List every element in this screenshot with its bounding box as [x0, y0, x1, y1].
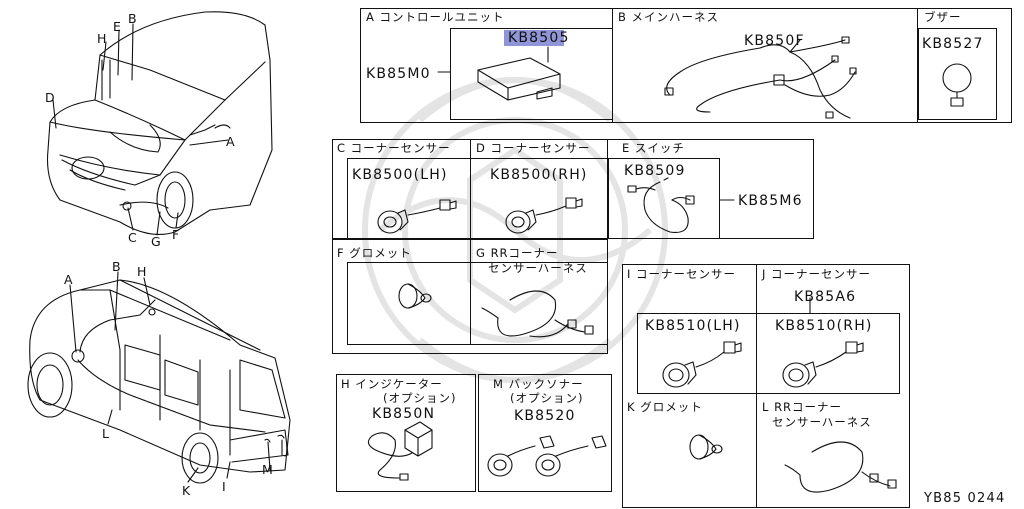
section-cd-inner — [347, 158, 608, 239]
section-i-j-divider — [756, 264, 757, 394]
grommet-k-icon — [689, 434, 723, 460]
section-k-title: K グロメット — [627, 400, 703, 414]
callout-g-front: G — [151, 234, 161, 249]
section-h-title-2: (オプション) — [383, 391, 457, 405]
part-kb8520[interactable]: KB8520 — [514, 408, 576, 424]
section-i-title: I コーナーセンサー — [627, 267, 737, 281]
callout-j-rear: J — [285, 442, 289, 457]
section-g-title-1: G RRコーナー — [476, 246, 559, 260]
part-kb8505-label[interactable]: KB8505 — [508, 30, 570, 46]
section-c-title: C コーナーセンサー — [337, 141, 451, 155]
section-buzzer-title: ブザー — [924, 10, 962, 24]
section-e-title: E スイッチ — [622, 141, 685, 155]
callout-a-rear: A — [64, 272, 73, 287]
corner-sensor-i-icon — [662, 341, 742, 388]
section-f-title: F グロメット — [337, 246, 412, 260]
section-g-title-2: センサーハーネス — [488, 261, 588, 275]
callout-c-front: C — [128, 230, 137, 245]
section-m-title-1: M バックソナー — [493, 377, 584, 391]
callout-d-front: D — [45, 90, 55, 105]
section-h-frame — [336, 374, 476, 492]
corner-sensor-j-icon — [782, 341, 864, 388]
back-sonar-icon — [487, 435, 607, 477]
section-j-title: J コーナーセンサー — [762, 267, 872, 281]
section-m-title-2: (オプション) — [510, 391, 584, 405]
callout-b-rear: B — [112, 259, 121, 274]
callout-b-front: B — [128, 11, 137, 26]
section-m-frame — [478, 374, 612, 492]
section-d-title: D コーナーセンサー — [476, 141, 591, 155]
callout-h-front: H — [97, 31, 107, 46]
section-kl-inner — [622, 394, 910, 508]
section-fg-inner — [347, 262, 608, 345]
callout-f-front: F — [172, 227, 180, 242]
kit-kb85m0[interactable]: KB85M0 — [366, 66, 431, 82]
section-l-title-1: L RRコーナー — [762, 400, 843, 414]
section-l-title-2: センサーハーネス — [772, 415, 872, 429]
diagram-code: YB85 0244 — [924, 491, 1006, 506]
kit-kb85a6[interactable]: KB85A6 — [794, 289, 857, 305]
corner-sensor-c-icon — [377, 199, 457, 234]
part-kb8527[interactable]: KB8527 — [922, 36, 984, 52]
section-k-l-divider — [756, 394, 757, 508]
callout-k-rear: K — [182, 483, 191, 498]
callout-l-rear: L — [102, 426, 109, 441]
control-unit-icon — [477, 46, 561, 101]
section-b-divider — [612, 8, 918, 123]
callout-e-front: E — [113, 19, 121, 34]
part-kb8510-lh[interactable]: KB8510(LH) — [645, 318, 741, 334]
part-kb8500-rh[interactable]: KB8500(RH) — [490, 167, 588, 183]
part-kb8500-lh[interactable]: KB8500(LH) — [352, 167, 448, 183]
section-ij-inner — [637, 313, 900, 394]
corner-sensor-d-icon — [505, 197, 583, 234]
grommet-f-icon — [398, 283, 432, 309]
section-h-title-1: H インジケーター — [341, 377, 443, 391]
part-kb850n[interactable]: KB850N — [372, 406, 436, 422]
section-f-g-divider — [470, 239, 471, 345]
switch-icon — [627, 177, 695, 233]
part-kb8509[interactable]: KB8509 — [624, 163, 686, 179]
section-b-title: B メインハーネス — [618, 10, 720, 24]
callout-m-rear: M — [262, 462, 273, 477]
part-kb8510-rh[interactable]: KB8510(RH) — [775, 318, 873, 334]
indicator-icon — [367, 421, 433, 481]
rr-corner-harness-g-icon — [481, 290, 594, 338]
part-kb850f[interactable]: KB850F — [744, 33, 805, 49]
section-cde-frame — [332, 139, 814, 239]
section-a-inner — [450, 28, 612, 120]
section-e-inner — [608, 158, 720, 239]
part-kb8505[interactable] — [504, 30, 564, 46]
section-c-d-divider — [470, 139, 608, 239]
kit-kb85m6[interactable]: KB85M6 — [738, 193, 803, 209]
buzzer-icon — [942, 63, 972, 107]
section-a-title: A コントロールユニット — [366, 10, 505, 24]
callout-i-rear: I — [222, 479, 226, 494]
rr-corner-harness-l-icon — [784, 441, 897, 493]
callout-h-rear: H — [137, 264, 147, 279]
main-harness-icon — [664, 36, 857, 119]
top-row-frame — [360, 8, 1012, 123]
callout-a-front: A — [226, 134, 235, 149]
buzzer-inner — [918, 28, 997, 120]
